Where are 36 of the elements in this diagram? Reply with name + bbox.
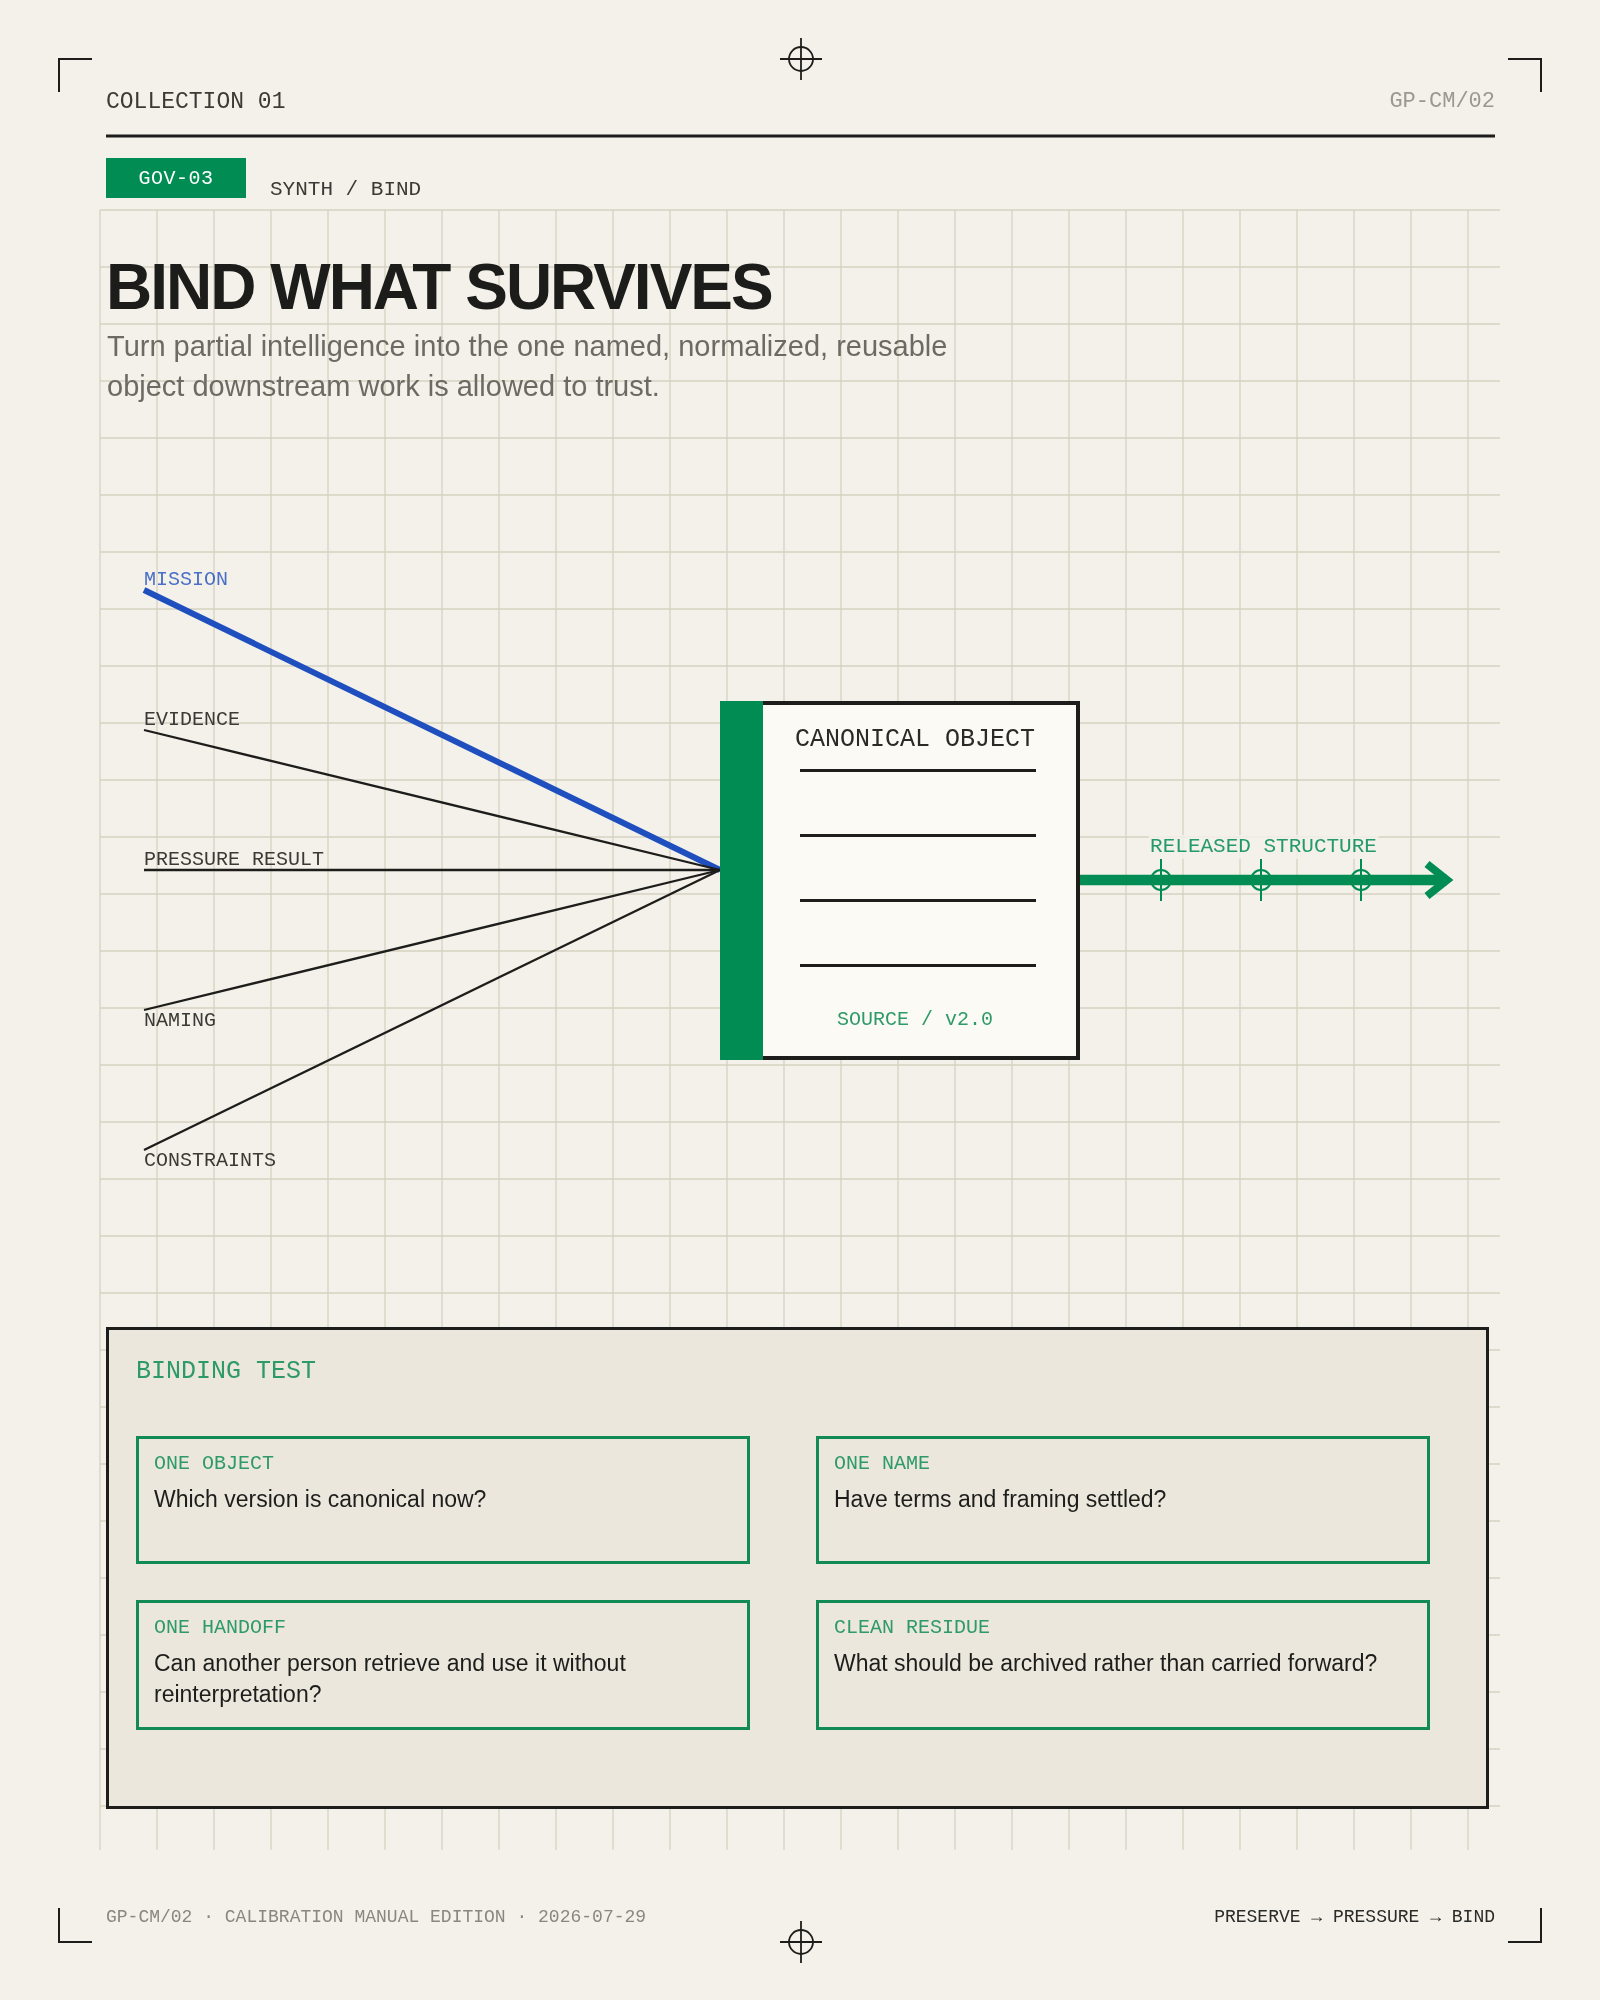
test-panel — [106, 1327, 1489, 1809]
question-text: Which version is canonical now? — [154, 1485, 487, 1514]
question-card — [136, 1436, 750, 1564]
question-card — [816, 1436, 1430, 1564]
question-card — [816, 1600, 1430, 1730]
connector-line — [143, 728, 721, 872]
edge-label: RELEASED STRUCTURE — [1148, 835, 1379, 859]
question-text: What should be archived rather than carried forward? — [834, 1649, 1378, 1678]
connector-line — [142, 587, 722, 873]
card-heading: CLEAN RESIDUE — [834, 1616, 991, 1640]
document-code: GP-CM/02 — [1389, 88, 1495, 116]
section-label: SYNTH / BIND — [270, 178, 422, 202]
box-title: CANONICAL OBJECT — [795, 726, 1035, 754]
card-heading: ONE HANDOFF — [154, 1616, 287, 1640]
version-label: SOURCE / v2.0 — [837, 1008, 993, 1032]
input-label: NAMING — [144, 1011, 216, 1030]
subtitle-text: Turn partial intelligence into the one named, normalized, reusable object downstream work is allowed to trust. — [107, 329, 949, 404]
question-text: Can another person retrieve and use it without reinterpretation? — [154, 1649, 627, 1709]
header-text: COLLECTION 01 — [106, 88, 286, 116]
input-label: PRESSURE RESULT — [144, 850, 325, 869]
panel-heading: BINDING TEST — [136, 1358, 317, 1386]
input-label: MISSION — [144, 570, 228, 589]
input-label: EVIDENCE — [144, 710, 240, 729]
arrow — [1080, 860, 1451, 900]
footer-text: GP-CM/02 · CALIBRATION MANUAL EDITION · 2026-07-29 — [106, 1906, 647, 1928]
connector-line — [143, 868, 721, 1152]
document-box — [720, 701, 1080, 1060]
input-label: CONSTRAINTS — [144, 1151, 277, 1170]
category-tag: GOV-03 — [106, 158, 246, 198]
question-card — [136, 1600, 750, 1730]
connector-line — [144, 868, 720, 872]
footer-text: PRESERVE → PRESSURE → BIND — [1214, 1906, 1495, 1928]
card-heading: ONE OBJECT — [154, 1452, 275, 1476]
card-heading: ONE NAME — [834, 1452, 930, 1476]
page-title: BIND WHAT SURVIVES — [106, 255, 772, 319]
question-text: Have terms and framing settled? — [834, 1485, 1167, 1514]
